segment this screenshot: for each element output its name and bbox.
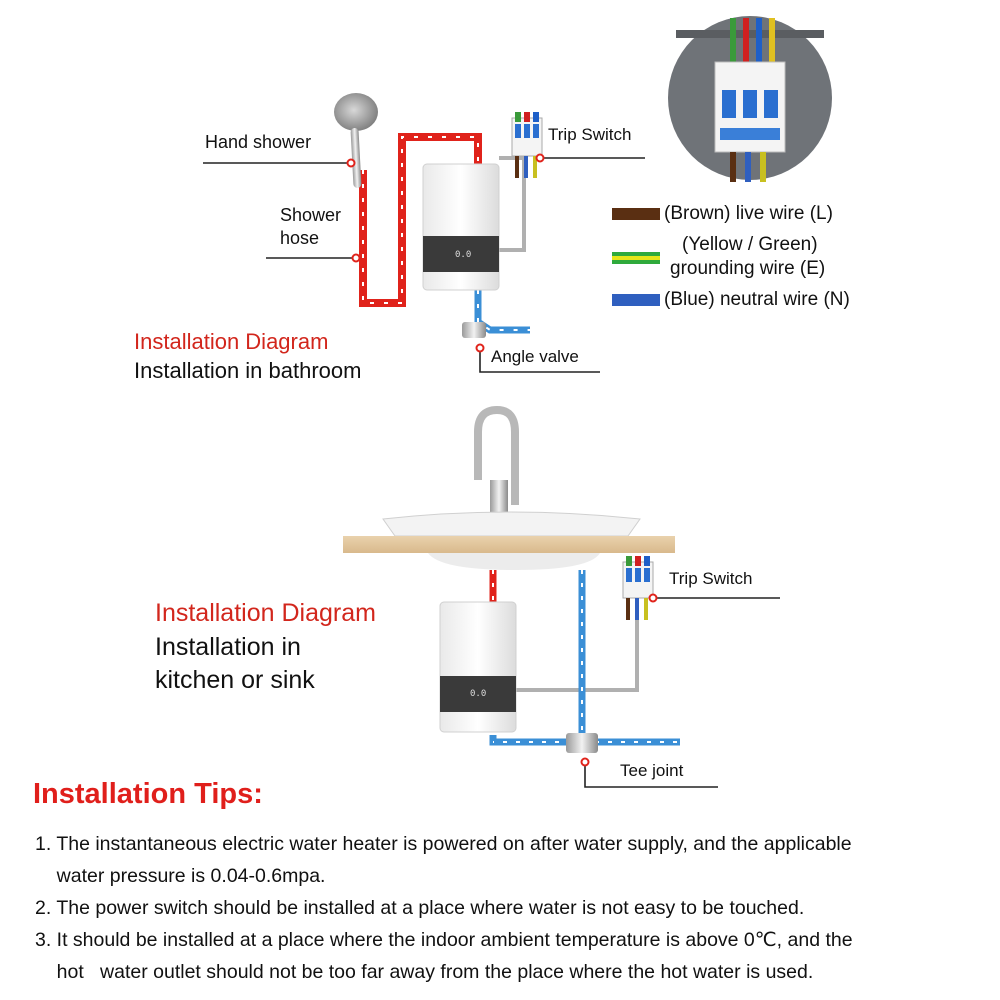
tee-joint-label: Tee joint xyxy=(620,761,684,780)
svg-text:0.0: 0.0 xyxy=(470,689,486,699)
kitchen-diagram-title: Installation Diagram xyxy=(155,599,376,627)
yellow-green-wire-swatch xyxy=(612,252,660,264)
tip-item: 1. The instantaneous electric water heat… xyxy=(35,833,852,855)
breaker-photo xyxy=(668,16,832,182)
sink-bowl xyxy=(382,511,641,537)
blue-wire-swatch xyxy=(612,294,660,306)
brown-wire-label: (Brown) live wire (L) xyxy=(664,203,833,224)
yellow-green-wire-label-line1: (Yellow / Green) xyxy=(682,234,818,255)
blue-wire-label: (Blue) neutral wire (N) xyxy=(664,289,850,310)
shower-head-icon xyxy=(334,93,378,188)
kitchen-diagram-subtitle-line2: kitchen or sink xyxy=(155,666,315,694)
sink-basin xyxy=(428,553,600,570)
angle-valve-label: Angle valve xyxy=(491,347,579,366)
angle-valve-icon xyxy=(462,322,486,338)
hot-water-pipe xyxy=(359,133,482,307)
svg-text:0.0: 0.0 xyxy=(455,250,471,260)
leader-lines-bathroom xyxy=(203,157,645,373)
tee-joint-icon xyxy=(566,733,598,753)
bathroom-diagram-title: Installation Diagram xyxy=(134,329,329,354)
trip-switch-icon xyxy=(511,112,543,178)
bathroom-diagram-subtitle: Installation in bathroom xyxy=(134,358,362,383)
faucet-icon xyxy=(474,405,519,514)
trip-switch-label: Trip Switch xyxy=(548,125,632,144)
tip-item: hot water outlet should not be too far a… xyxy=(35,961,814,983)
kitchen-diagram-subtitle-line1: Installation in xyxy=(155,633,301,661)
hand-shower-label: Hand shower xyxy=(205,132,312,152)
water-heater-bathroom: 0.0 xyxy=(422,163,500,291)
countertop xyxy=(343,536,675,553)
yellow-green-wire-label-line2: grounding wire (E) xyxy=(670,258,826,279)
brown-wire-swatch xyxy=(612,208,660,220)
power-line xyxy=(494,156,526,252)
shower-hose-label-line1: Shower xyxy=(280,205,342,225)
tip-item: 2. The power switch should be installed … xyxy=(35,897,805,919)
tip-item: 3. It should be installed at a place whe… xyxy=(35,929,853,951)
water-heater-kitchen: 0.0 xyxy=(439,601,517,733)
tip-item: water pressure is 0.04-0.6mpa. xyxy=(35,865,326,887)
trip-switch-icon-kitchen xyxy=(622,556,654,620)
installation-tips-heading: Installation Tips: xyxy=(33,778,263,810)
leader-lines-kitchen xyxy=(584,597,780,788)
shower-hose-label-line2: hose xyxy=(280,228,320,248)
power-line-kitchen xyxy=(515,596,639,692)
trip-switch-label-kitchen: Trip Switch xyxy=(669,569,753,588)
